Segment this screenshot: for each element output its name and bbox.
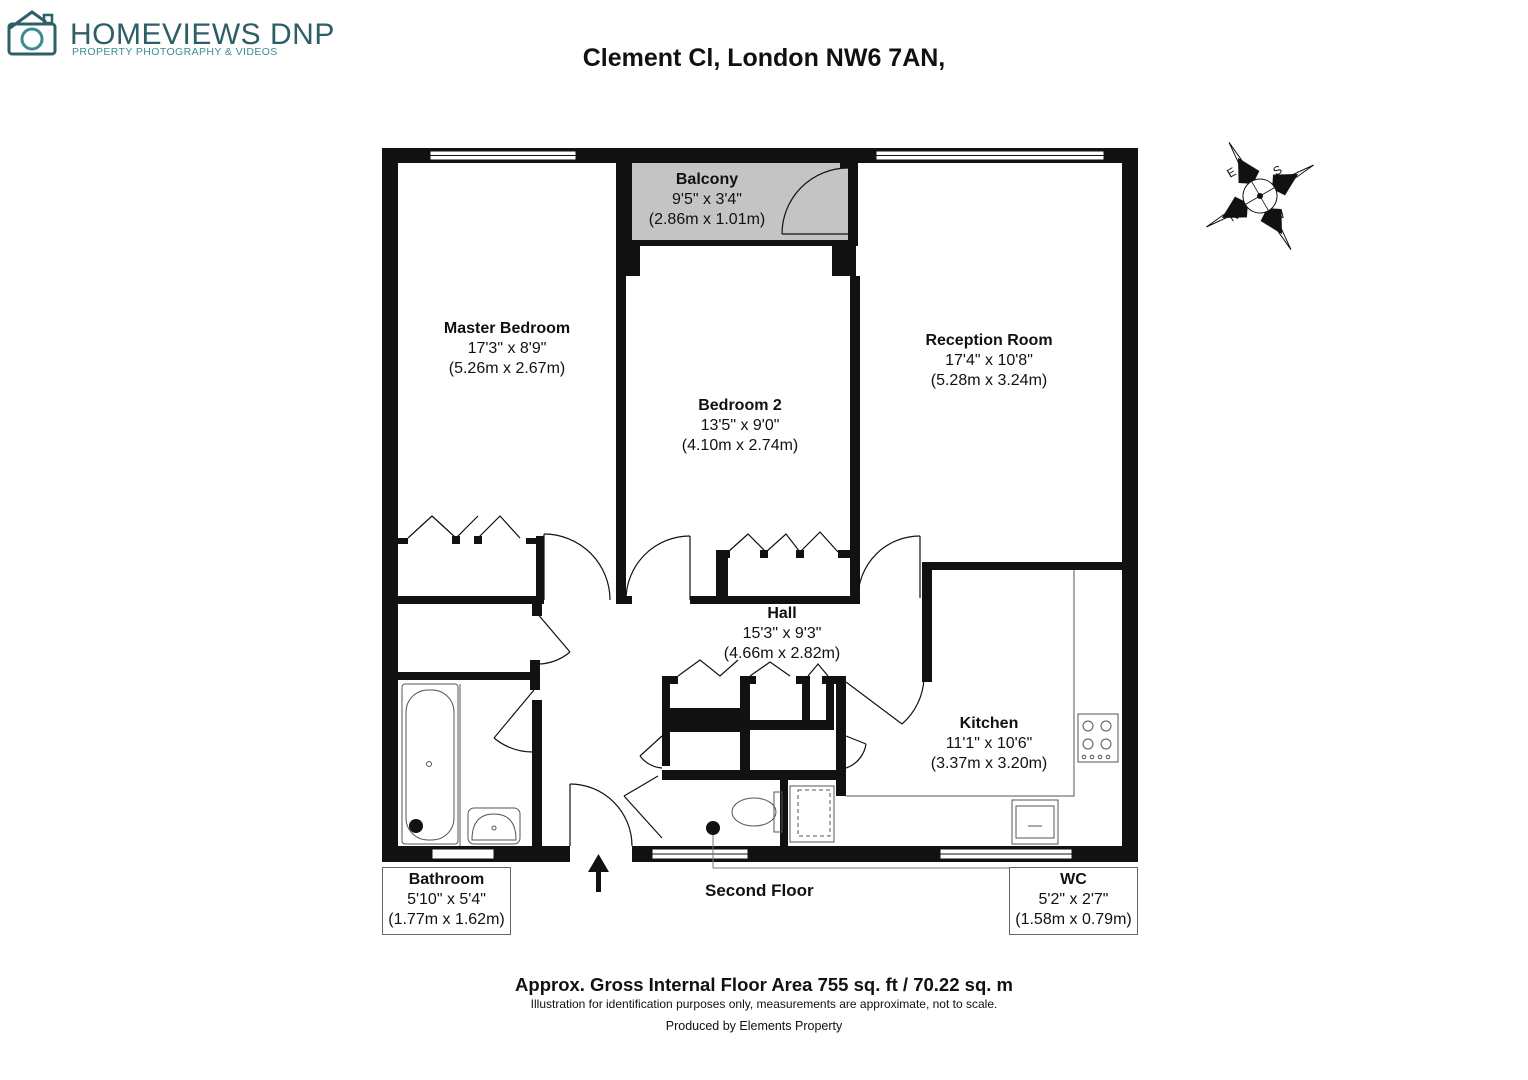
logo-tagline: PROPERTY PHOTOGRAPHY & VIDEOS (72, 46, 278, 58)
entrance-arrow-icon (588, 854, 609, 892)
room-dimensions-imperial: 9'5" x 3'4" (672, 191, 742, 208)
room-dimensions-metric: (1.77m x 1.62m) (388, 911, 505, 928)
door-swings (493, 167, 925, 847)
room-label-bathroom: Bathroom 5'10" x 5'4" (1.77m x 1.62m) (382, 867, 511, 935)
room-label-reception-room: Reception Room 17'4" x 10'8" (5.28m x 3.… (925, 331, 1052, 391)
internal-walls (398, 148, 1138, 850)
property-address: Clement Cl, London NW6 7AN, (582, 44, 946, 72)
room-dimensions-imperial: 15'3" x 9'3" (742, 625, 822, 642)
room-label-wc: WC 5'2" x 2'7" (1.58m x 0.79m) (1009, 867, 1138, 935)
room-label-master-bedroom: Master Bedroom 17'3" x 8'9" (5.26m x 2.6… (444, 319, 570, 379)
room-dimensions-metric: (5.26m x 2.67m) (448, 360, 566, 377)
room-name: Balcony (675, 171, 739, 188)
produced-by: Produced by Elements Property (665, 1019, 843, 1033)
room-name: Hall (767, 605, 797, 622)
label-leaders (712, 835, 1010, 869)
room-dimensions-metric: (5.28m x 3.24m) (930, 372, 1048, 389)
room-name: Master Bedroom (443, 320, 571, 337)
kitchen-fixtures (846, 570, 1119, 845)
windows (429, 150, 1105, 860)
soil-stack-wc (706, 821, 720, 835)
room-name: Reception Room (925, 332, 1053, 349)
room-dimensions-metric: (2.86m x 1.01m) (648, 211, 766, 228)
floor-label: Second Floor (705, 881, 814, 900)
room-name: WC (1060, 871, 1087, 888)
room-name: Kitchen (959, 715, 1019, 732)
room-dimensions-imperial: 5'10" x 5'4" (407, 891, 486, 908)
disclaimer: Illustration for identification purposes… (530, 997, 998, 1011)
room-dimensions-metric: (4.10m x 2.74m) (681, 437, 799, 454)
bathroom-fixtures (401, 683, 521, 846)
room-name: Bathroom (408, 871, 485, 888)
compass-label-e: E (1225, 164, 1239, 180)
company-logo: HOMEVIEWS DNP PROPERTY PHOTOGRAPHY & VID… (6, 8, 336, 60)
soil-stack (409, 819, 423, 833)
room-label-bedroom-2: Bedroom 2 13'5" x 9'0" (4.10m x 2.74m) (682, 396, 798, 456)
room-dimensions-metric: (4.66m x 2.82m) (723, 645, 841, 662)
room-name: Bedroom 2 (698, 397, 782, 414)
room-dimensions-imperial: 17'3" x 8'9" (467, 340, 547, 357)
gross-internal-area: Approx. Gross Internal Floor Area 755 sq… (515, 974, 1013, 995)
room-label-hall: Hall 15'3" x 9'3" (4.66m x 2.82m) (724, 604, 840, 664)
wc-fixtures (731, 785, 835, 843)
room-dimensions-imperial: 13'5" x 9'0" (700, 417, 780, 434)
compass-icon (1206, 142, 1314, 250)
logo-name: HOMEVIEWS DNP (70, 18, 335, 51)
camera-house-icon (7, 10, 57, 56)
room-dimensions-metric: (3.37m x 3.20m) (930, 755, 1048, 772)
room-label-balcony: Balcony 9'5" x 3'4" (2.86m x 1.01m) (649, 170, 765, 230)
room-dimensions-imperial: 5'2" x 2'7" (1038, 891, 1109, 908)
room-dimensions-imperial: 11'1" x 10'6" (945, 735, 1033, 752)
room-label-kitchen: Kitchen 11'1" x 10'6" (3.37m x 3.20m) (931, 714, 1047, 774)
wardrobe-knobs (452, 536, 850, 598)
balcony-area (632, 156, 848, 242)
room-dimensions-imperial: 17'4" x 10'8" (945, 352, 1033, 369)
entrance-gap (570, 845, 632, 863)
room-dimensions-metric: (1.58m x 0.79m) (1015, 911, 1132, 928)
